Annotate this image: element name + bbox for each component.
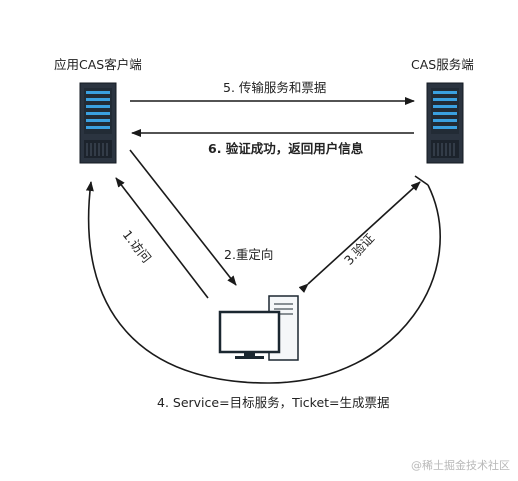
- step6-label: 6. 验证成功，返回用户信息: [208, 141, 364, 156]
- arrow-step3: [298, 181, 421, 294]
- step2-label: 2.重定向: [224, 247, 274, 262]
- step5-label: 5. 传输服务和票据: [223, 80, 327, 95]
- client-label: 应用CAS客户端: [54, 57, 142, 72]
- server-label: CAS服务端: [411, 57, 474, 72]
- arrow-step1: [115, 177, 209, 299]
- step4-label: 4. Service=目标服务，Ticket=生成票据: [157, 395, 390, 410]
- watermark: @稀土掘金技术社区: [411, 459, 510, 472]
- arrow-step2: [129, 149, 237, 286]
- arrow-step4-tail: [414, 175, 429, 186]
- client-server-icon: [79, 82, 117, 164]
- cas-server-icon: [426, 82, 464, 164]
- arrow-step4: [85, 181, 441, 384]
- user-computer-icon: [218, 295, 299, 361]
